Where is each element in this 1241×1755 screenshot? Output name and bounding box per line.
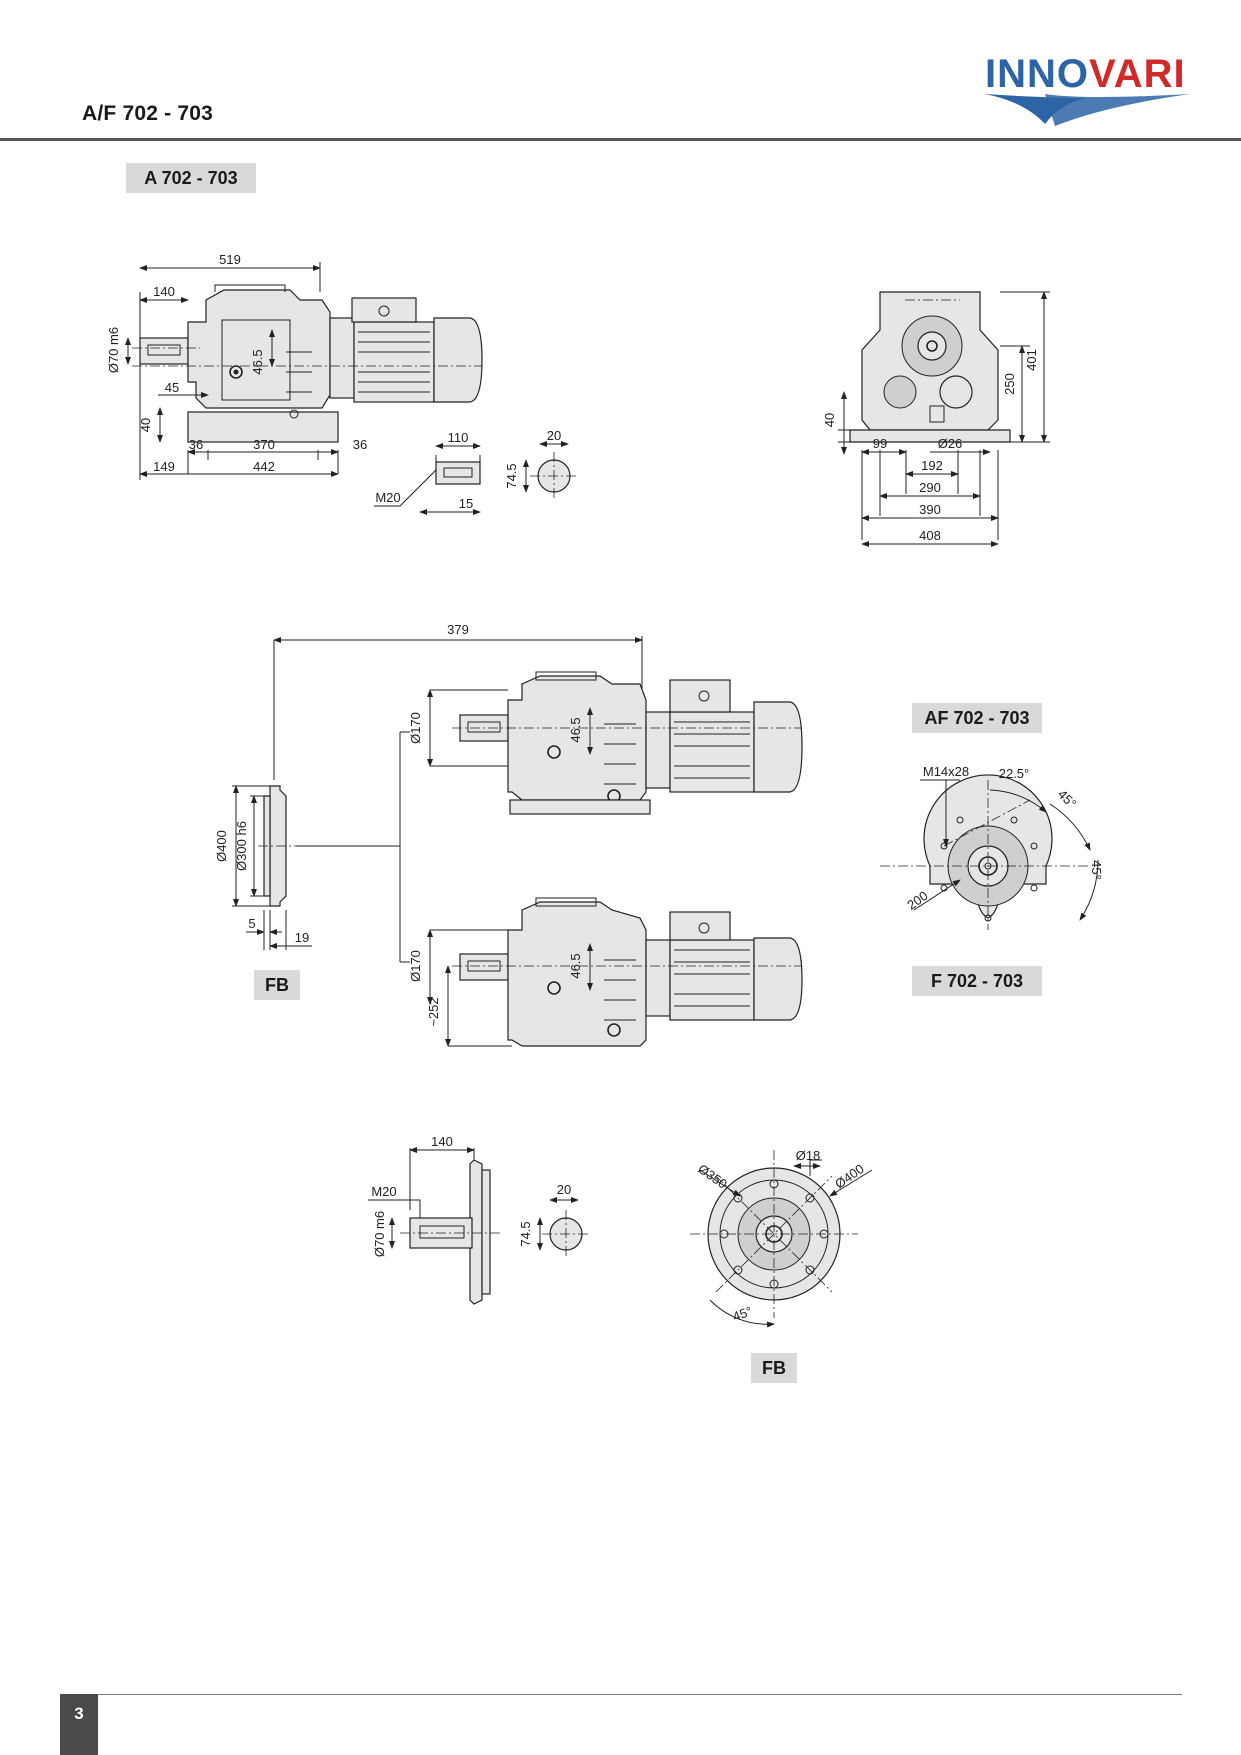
f-section: 379 Ø170 46.5 [273,622,803,1047]
footer-divider [60,1694,1182,1695]
svg-text:74.5: 74.5 [518,1221,533,1246]
svg-text:140: 140 [153,284,175,299]
svg-text:20: 20 [557,1182,571,1197]
svg-text:M14x28: M14x28 [923,764,969,779]
tag-fb-left: FB [254,970,300,1000]
svg-text:140: 140 [431,1134,453,1149]
tag-fb-bottom: FB [751,1353,797,1383]
a-side-view: 519 140 Ø70 m6 46.5 45 40 36 370 36 149 … [106,252,483,480]
svg-text:250: 250 [1002,373,1017,395]
page-number: 3 [60,1694,98,1755]
svg-text:379: 379 [447,622,469,637]
fb-shaft-side: 140 M20 Ø70 m6 20 74.5 [368,1134,590,1305]
svg-text:149: 149 [153,459,175,474]
tag-af-702-703: AF 702 - 703 [912,703,1042,733]
svg-text:Ø70 m6: Ø70 m6 [106,327,121,373]
svg-text:46.5: 46.5 [568,953,583,978]
logo-swoosh-icon [985,94,1190,126]
fb-side-view: Ø400 Ø300 h6 5 19 [214,785,312,950]
svg-text:99: 99 [873,436,887,451]
svg-text:5: 5 [248,916,255,931]
tag-a-702-703: A 702 - 703 [126,163,256,193]
svg-text:Ø70 m6: Ø70 m6 [372,1211,387,1257]
svg-text:401: 401 [1024,349,1039,371]
svg-text:390: 390 [919,502,941,517]
svg-text:36: 36 [189,437,203,452]
svg-text:46.5: 46.5 [568,717,583,742]
svg-text:Ø400: Ø400 [832,1161,867,1192]
svg-text:45: 45 [165,380,179,395]
af-flange-view: M14x28 22.5° 45° 45° 200 [880,764,1104,930]
svg-text:19: 19 [295,930,309,945]
svg-text:22.5°: 22.5° [999,766,1030,781]
svg-text:442: 442 [253,459,275,474]
logo-wordmark: INNOVARI [985,52,1186,96]
technical-drawing: 519 140 Ø70 m6 46.5 45 40 36 370 36 149 … [106,252,1104,1328]
svg-text:Ø300 h6: Ø300 h6 [234,821,249,871]
svg-text:40: 40 [138,418,153,432]
svg-text:M20: M20 [371,1184,396,1199]
svg-text:408: 408 [919,528,941,543]
svg-text:200: 200 [904,888,930,913]
svg-text:45°: 45° [731,1303,755,1324]
svg-text:~252: ~252 [426,997,441,1026]
key-detail: 110 M20 15 20 74.5 [374,428,578,515]
header-divider [0,138,1241,141]
svg-text:40: 40 [822,413,837,427]
svg-text:36: 36 [353,437,367,452]
svg-text:Ø350: Ø350 [695,1161,730,1192]
svg-text:192: 192 [921,458,943,473]
svg-text:Ø400: Ø400 [214,830,229,862]
svg-text:Ø18: Ø18 [796,1148,821,1163]
page-title: A/F 702 - 703 [82,102,213,125]
svg-text:290: 290 [919,480,941,495]
svg-text:519: 519 [219,252,241,267]
svg-text:M20: M20 [375,490,400,505]
svg-text:15: 15 [459,496,473,511]
innovari-logo: INNOVARI [985,48,1195,128]
svg-text:Ø170: Ø170 [408,712,423,744]
a-front-view: 401 250 40 99 Ø26 192 290 390 408 [822,291,1050,547]
svg-text:370: 370 [253,437,275,452]
svg-text:46.5: 46.5 [250,349,265,374]
svg-text:110: 110 [448,430,469,445]
svg-text:45°: 45° [1055,787,1080,812]
svg-text:Ø26: Ø26 [938,436,963,451]
tag-f-702-703: F 702 - 703 [912,966,1042,996]
svg-text:Ø170: Ø170 [408,950,423,982]
svg-text:74.5: 74.5 [504,463,519,488]
svg-text:45°: 45° [1089,860,1104,880]
svg-text:20: 20 [547,428,561,443]
fb-flange-front: Ø18 Ø350 Ø400 45° [690,1148,873,1328]
